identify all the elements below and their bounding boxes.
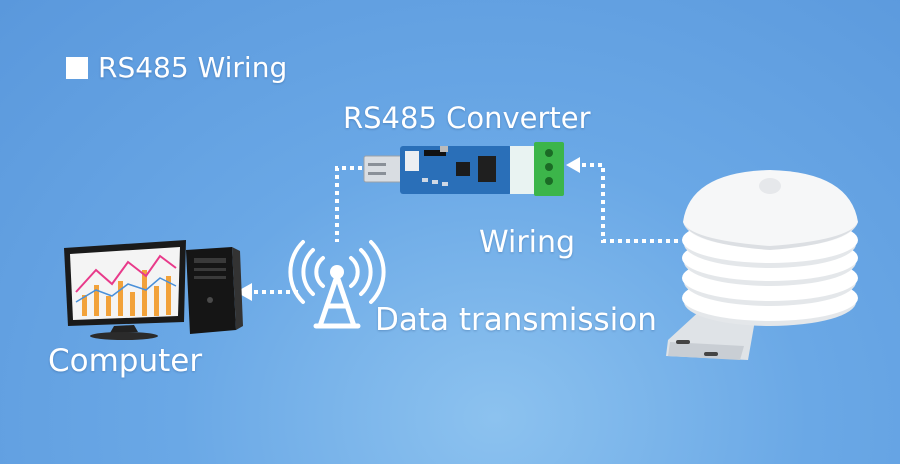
arrow-left-icon — [236, 283, 252, 301]
page-title-text: RS485 Wiring — [98, 51, 288, 84]
arrow-left-icon — [566, 157, 580, 173]
pc-tower-icon — [186, 247, 243, 334]
computer-monitor-icon — [64, 240, 186, 340]
square-bullet-icon — [66, 57, 88, 79]
wiring-label: Wiring — [479, 225, 576, 260]
page-title: RS485 Wiring — [66, 54, 287, 82]
data-transmission-label: Data transmission — [375, 302, 657, 338]
converter-to-antenna-line — [335, 166, 362, 242]
sensor-to-converter-line — [578, 163, 678, 243]
computer-label: Computer — [48, 343, 203, 379]
converter-label: RS485 Converter — [343, 101, 591, 135]
